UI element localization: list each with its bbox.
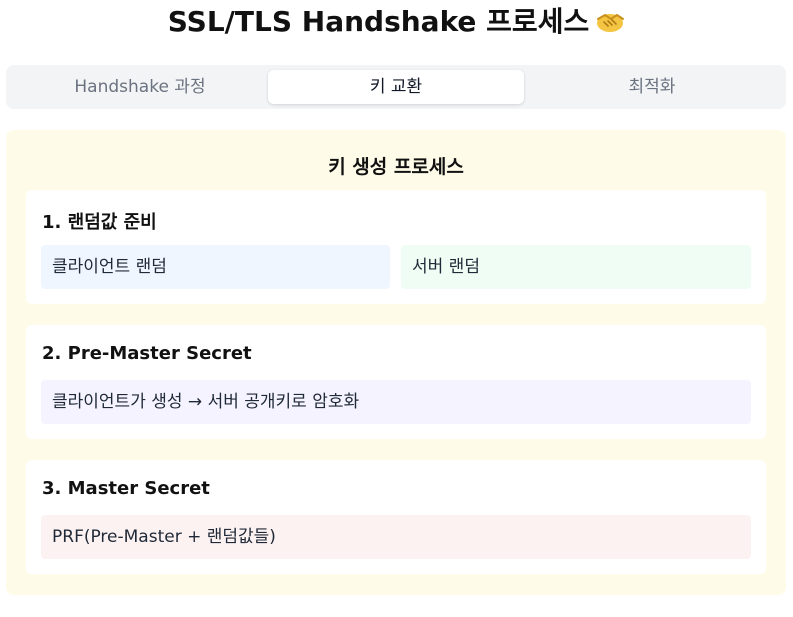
client-random-box: 클라이언트 랜덤 [41, 245, 390, 289]
pre-master-secret-box: 클라이언트가 생성 → 서버 공개키로 암호화 [41, 380, 751, 424]
key-generation-panel: 키 생성 프로세스 1. 랜덤값 준비 클라이언트 랜덤 서버 랜덤 2. Pr… [6, 130, 786, 595]
page-title-text: SSL/TLS Handshake 프로세스 [167, 5, 590, 38]
tab-key-exchange[interactable]: 키 교환 [268, 70, 524, 104]
step-master-secret: 3. Master Secret PRF(Pre-Master + 랜덤값들) [26, 460, 766, 574]
tab-bar: Handshake 과정 키 교환 최적화 [6, 65, 786, 109]
handshake-icon [597, 14, 625, 32]
panel-title: 키 생성 프로세스 [328, 156, 464, 178]
server-random-box: 서버 랜덤 [401, 245, 751, 289]
step-title: 3. Master Secret [42, 478, 210, 499]
step-random-values: 1. 랜덤값 준비 클라이언트 랜덤 서버 랜덤 [26, 190, 766, 304]
step-title: 1. 랜덤값 준비 [42, 212, 157, 233]
master-secret-box: PRF(Pre-Master + 랜덤값들) [41, 515, 751, 559]
page-title: SSL/TLS Handshake 프로세스 [0, 4, 793, 40]
tab-handshake-process[interactable]: Handshake 과정 [74, 77, 206, 97]
step-pre-master-secret: 2. Pre-Master Secret 클라이언트가 생성 → 서버 공개키로… [26, 325, 766, 439]
step-title: 2. Pre-Master Secret [42, 343, 252, 364]
tab-optimization[interactable]: 최적화 [628, 77, 676, 97]
